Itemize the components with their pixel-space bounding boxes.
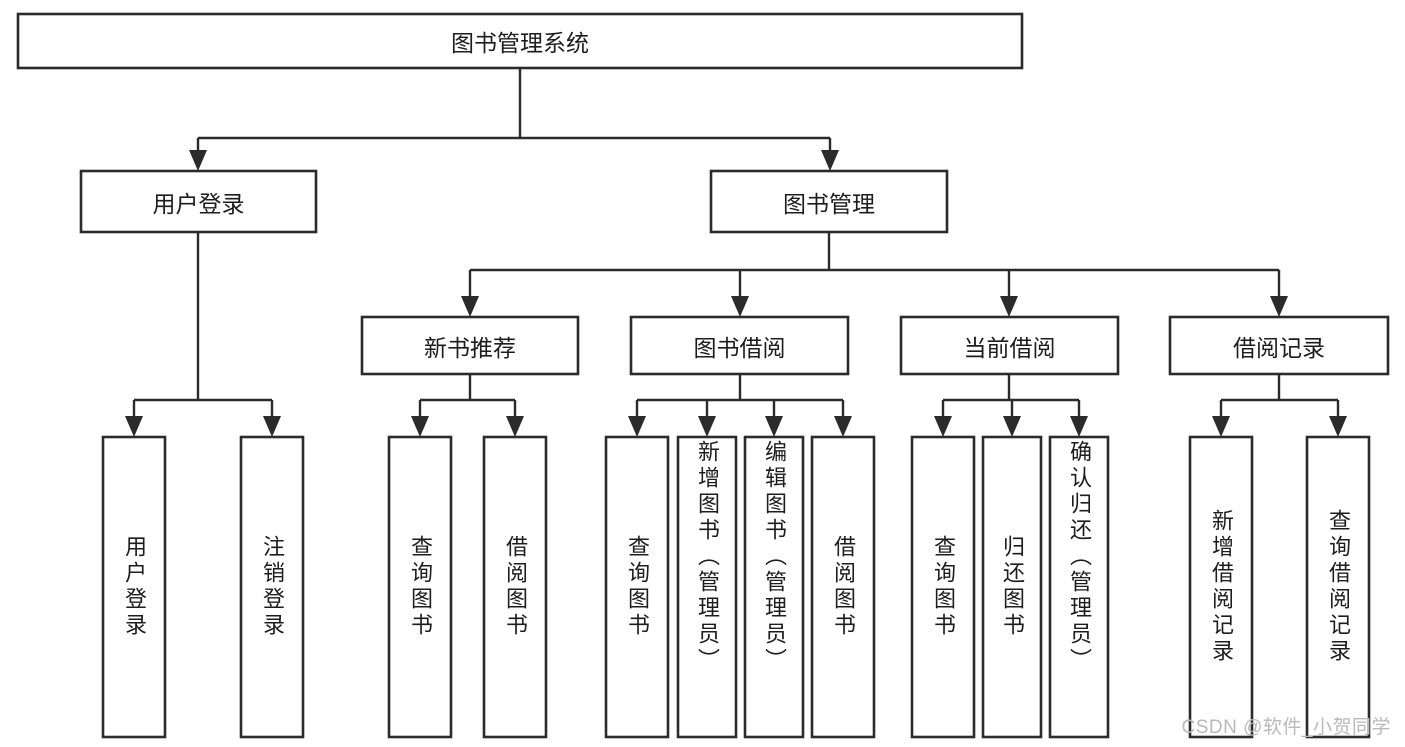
arrowhead-leaf-add-record xyxy=(1212,416,1230,437)
node-book-manage[interactable] xyxy=(709,169,949,234)
arrowhead-leaf-query-book-1 xyxy=(411,416,429,437)
edge-bookborrow-trunk xyxy=(635,374,845,423)
edge-bookmanage-trunk xyxy=(468,232,1281,303)
node-leaf-user-login[interactable] xyxy=(101,435,167,739)
node-root[interactable] xyxy=(16,12,1024,70)
arrowhead-leaf-user-login xyxy=(125,416,143,437)
arrowhead-leaf-user-logout xyxy=(263,416,281,437)
arrowhead-leaf-edit-book xyxy=(765,416,783,437)
edge-userlogin-trunk xyxy=(132,232,274,423)
node-leaf-user-logout[interactable] xyxy=(239,435,305,739)
edge-newbookrec-trunk xyxy=(418,374,517,423)
connector-layer xyxy=(125,68,1347,437)
node-leaf-return-book[interactable] xyxy=(981,435,1043,739)
node-leaf-query-book-3[interactable] xyxy=(910,435,976,739)
node-leaf-query-book-2[interactable] xyxy=(604,435,670,739)
arrowhead-new-book-rec xyxy=(461,296,479,317)
arrowhead-book-borrow xyxy=(731,296,749,317)
arrowhead-borrow-record xyxy=(1270,296,1288,317)
node-leaf-query-book-1[interactable] xyxy=(387,435,453,739)
edge-borrowrecord-trunk xyxy=(1219,374,1340,423)
arrowhead-leaf-query-book-2 xyxy=(628,416,646,437)
arrowhead-leaf-return-book xyxy=(1003,416,1021,437)
arrowhead-leaf-borrow-book-2 xyxy=(834,416,852,437)
arrowhead-leaf-query-record xyxy=(1329,416,1347,437)
node-leaf-add-record[interactable] xyxy=(1188,435,1254,739)
edge-currentborrow-trunk xyxy=(941,374,1081,423)
node-leaf-borrow-book-1[interactable] xyxy=(482,435,548,739)
arrowhead-leaf-add-book xyxy=(698,416,716,437)
arrowhead-current-borrow xyxy=(1000,296,1018,317)
edge-root-trunk xyxy=(196,68,832,157)
node-leaf-edit-book[interactable] xyxy=(743,435,805,739)
arrowhead-leaf-confirm-return xyxy=(1070,416,1088,437)
node-user-login[interactable] xyxy=(79,169,318,234)
node-leaf-query-record[interactable] xyxy=(1305,435,1371,739)
arrowhead-leaf-borrow-book-1 xyxy=(506,416,524,437)
arrowhead-leaf-query-book-3 xyxy=(934,416,952,437)
arrowhead-book-manage xyxy=(821,150,839,171)
node-leaf-add-book[interactable] xyxy=(676,435,738,739)
node-leaf-confirm-return[interactable] xyxy=(1048,435,1110,739)
node-current-borrow[interactable] xyxy=(899,315,1120,376)
node-borrow-record[interactable] xyxy=(1168,315,1390,376)
node-new-book-rec[interactable] xyxy=(360,315,580,376)
arrowhead-user-login xyxy=(189,150,207,171)
node-book-borrow[interactable] xyxy=(629,315,850,376)
node-layer xyxy=(16,12,1390,739)
node-leaf-borrow-book-2[interactable] xyxy=(810,435,876,739)
